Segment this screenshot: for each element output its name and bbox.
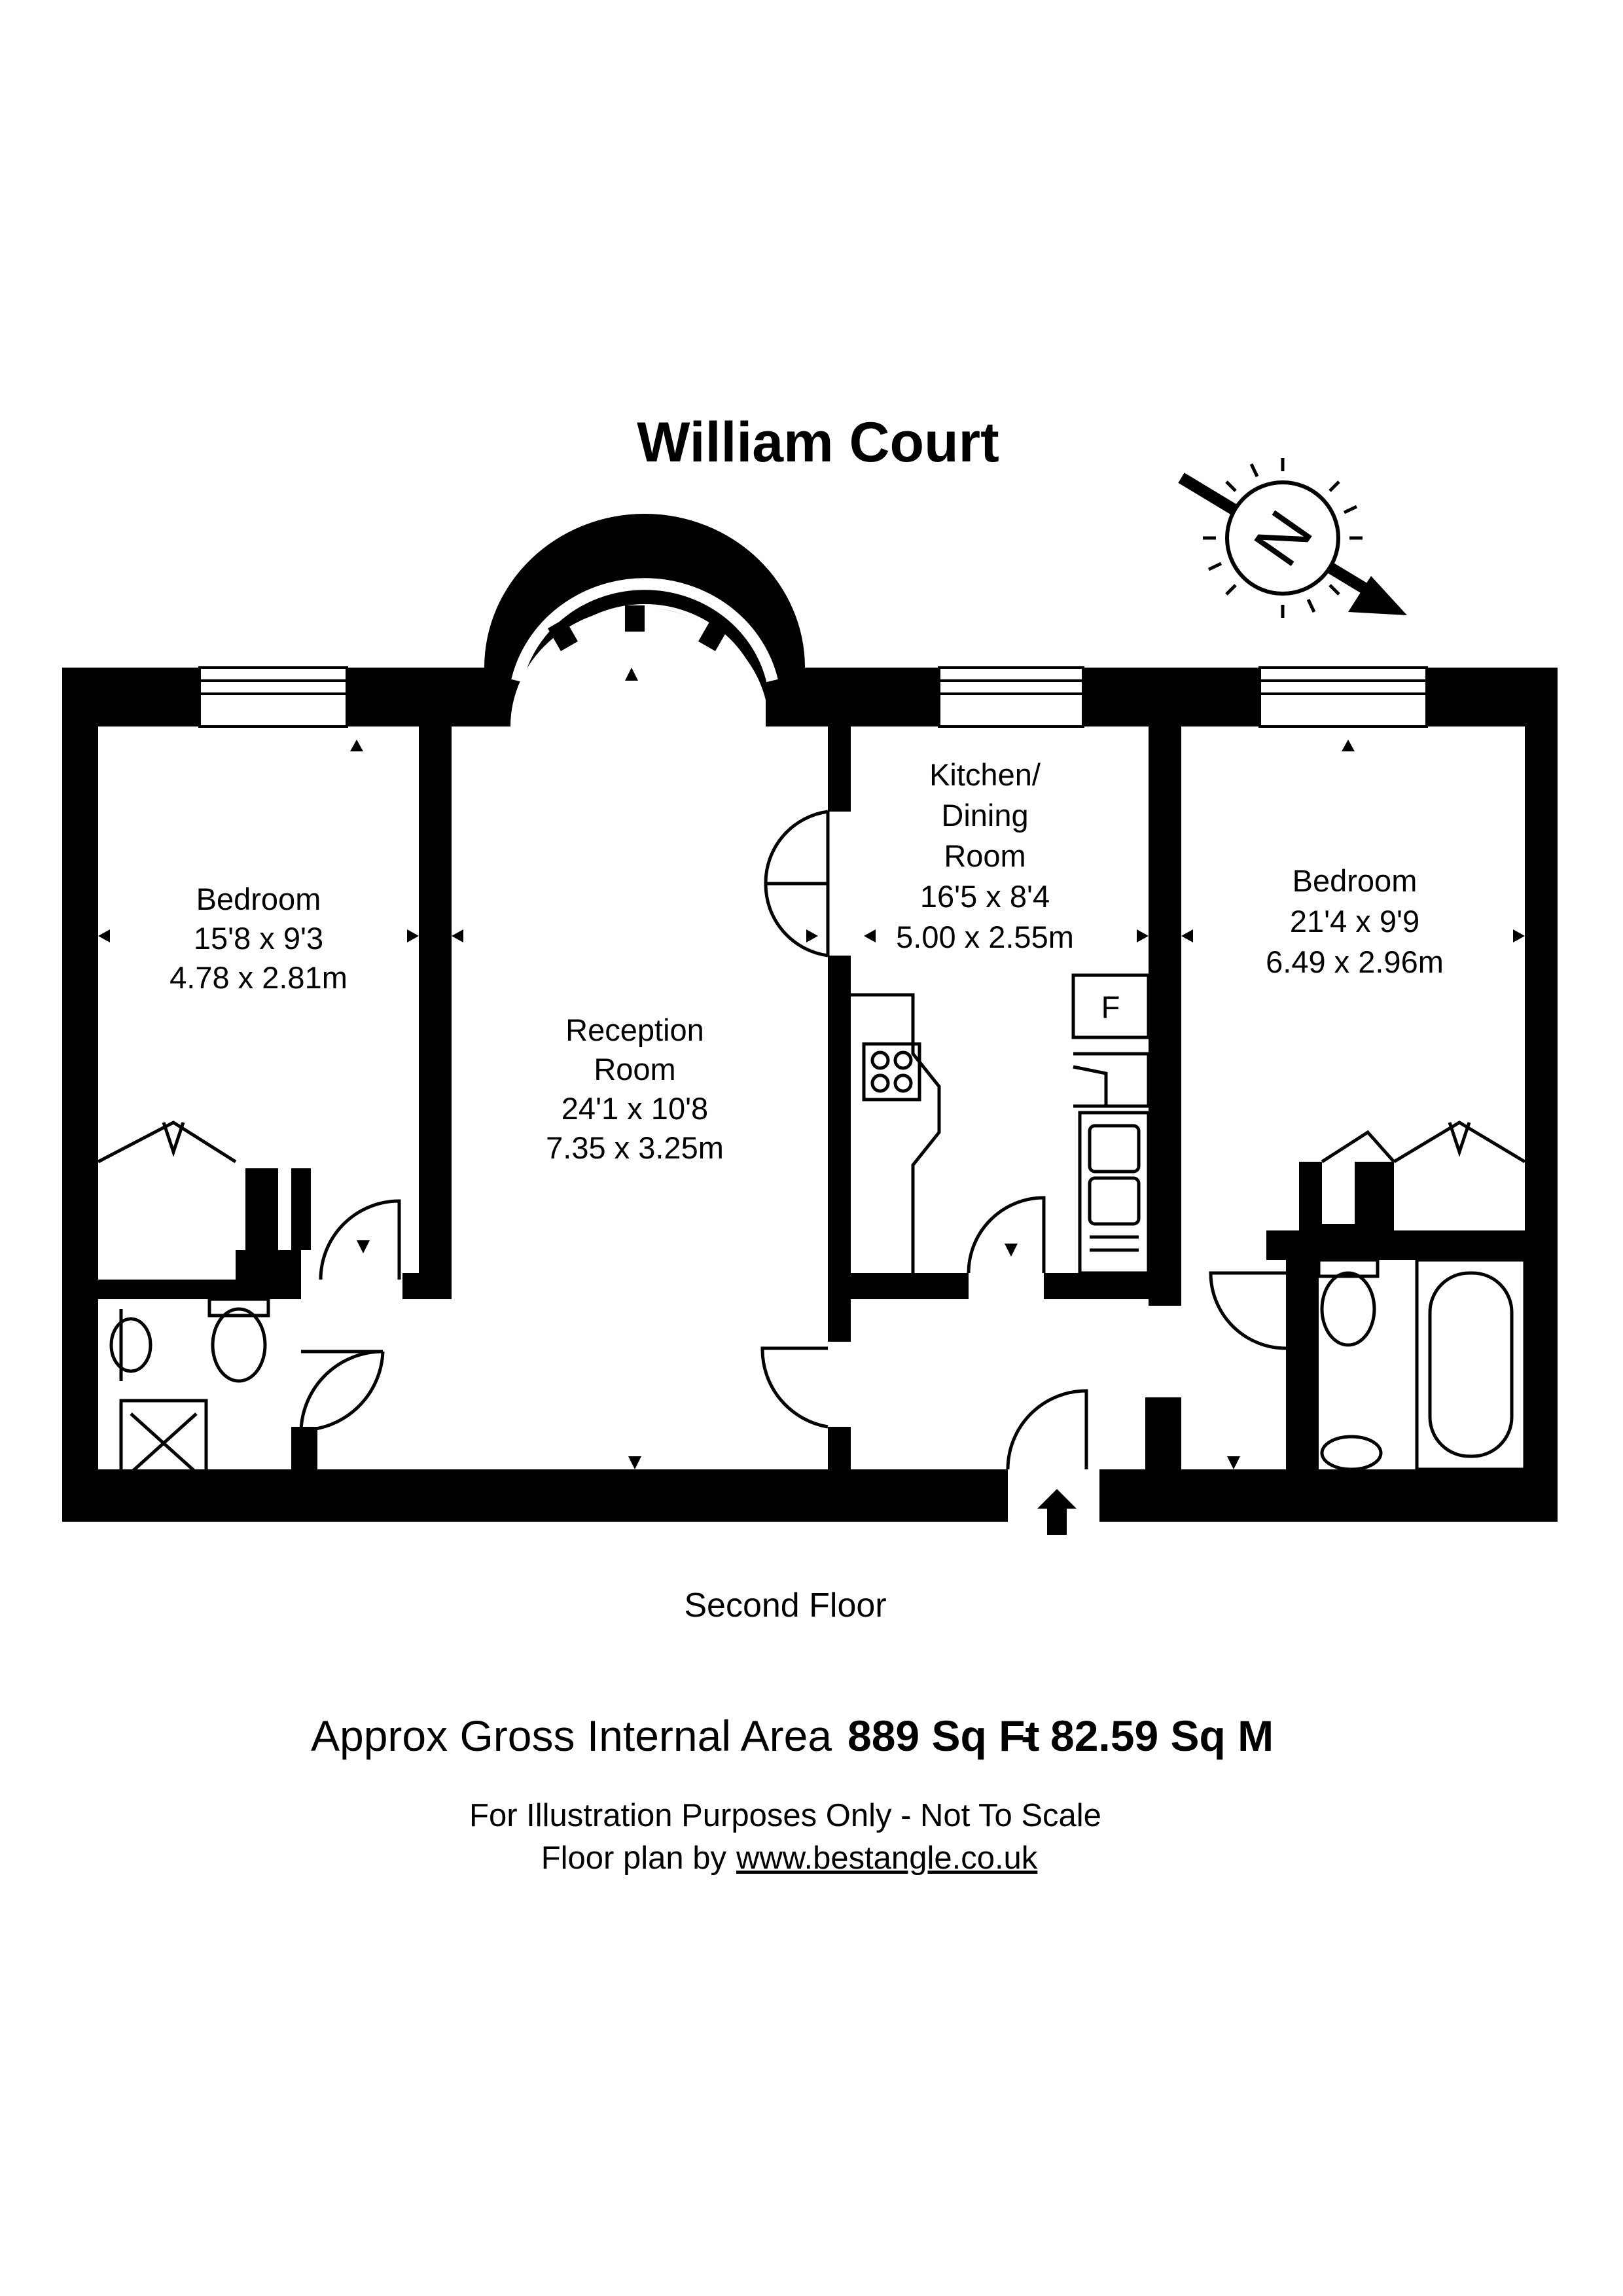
hob-icon	[862, 1042, 921, 1102]
room-dimensions-metric: 7.35 x 3.25m	[546, 1130, 724, 1165]
bathroom-fittings	[109, 1258, 1527, 1484]
room-dimensions-metric: 4.78 x 2.81m	[169, 960, 348, 995]
floor-label: Second Floor	[684, 1587, 886, 1624]
sink-icon	[1078, 1111, 1150, 1275]
room-name: Bedroom	[1293, 863, 1418, 898]
area-sq-ft: 889 Sq Ft	[847, 1712, 1039, 1760]
area-sq-m: 82.59 Sq M	[1050, 1712, 1274, 1760]
windows	[198, 666, 1428, 728]
doors	[299, 810, 1287, 1470]
credit-link[interactable]: www.bestangle.co.uk	[736, 1840, 1038, 1876]
area-separator: -	[1021, 1712, 1035, 1760]
north-compass: N	[1178, 458, 1407, 618]
credit-prefix: Floor plan by	[541, 1840, 727, 1876]
room-dimensions-imperial: 16'5 x 8'4	[920, 879, 1050, 914]
room-dimensions-metric: 6.49 x 2.96m	[1266, 944, 1444, 979]
room-name-line-3: Room	[944, 838, 1026, 873]
area-label: Approx Gross Internal Area	[311, 1712, 832, 1760]
room-name: Kitchen/	[929, 757, 1041, 792]
dimension-arrows	[98, 668, 1525, 1535]
wardrobes	[97, 1121, 1526, 1164]
room-dimensions-imperial: 21'4 x 9'9	[1290, 904, 1419, 939]
room-name-line-2: Room	[594, 1052, 675, 1086]
room-name-line-2: Dining	[941, 798, 1028, 833]
room-name: Reception	[565, 1013, 704, 1047]
room-bedroom-right: Bedroom 21'4 x 9'9 6.49 x 2.96m	[1266, 863, 1444, 979]
bay-window	[484, 514, 805, 726]
room-bedroom-left: Bedroom 15'8 x 9'3 4.78 x 2.81m	[169, 882, 348, 995]
room-kitchen-dining: Kitchen/ Dining Room 16'5 x 8'4 5.00 x 2…	[896, 757, 1074, 954]
fridge-box	[1071, 973, 1150, 1039]
fridge-label: F	[1101, 990, 1120, 1024]
disclaimer: For Illustration Purposes Only - Not To …	[469, 1798, 1101, 1833]
kitchen-fittings	[851, 973, 1150, 1275]
room-dimensions-imperial: 24'1 x 10'8	[562, 1091, 708, 1126]
walls	[62, 668, 1558, 1522]
property-title: William Court	[637, 411, 999, 474]
room-name: Bedroom	[196, 882, 321, 916]
room-reception: Reception Room 24'1 x 10'8 7.35 x 3.25m	[546, 1013, 724, 1165]
area-summary: Approx Gross Internal Area 889 Sq Ft - 8…	[311, 1712, 1274, 1760]
room-dimensions-imperial: 15'8 x 9'3	[194, 921, 323, 956]
room-dimensions-metric: 5.00 x 2.55m	[896, 920, 1074, 954]
